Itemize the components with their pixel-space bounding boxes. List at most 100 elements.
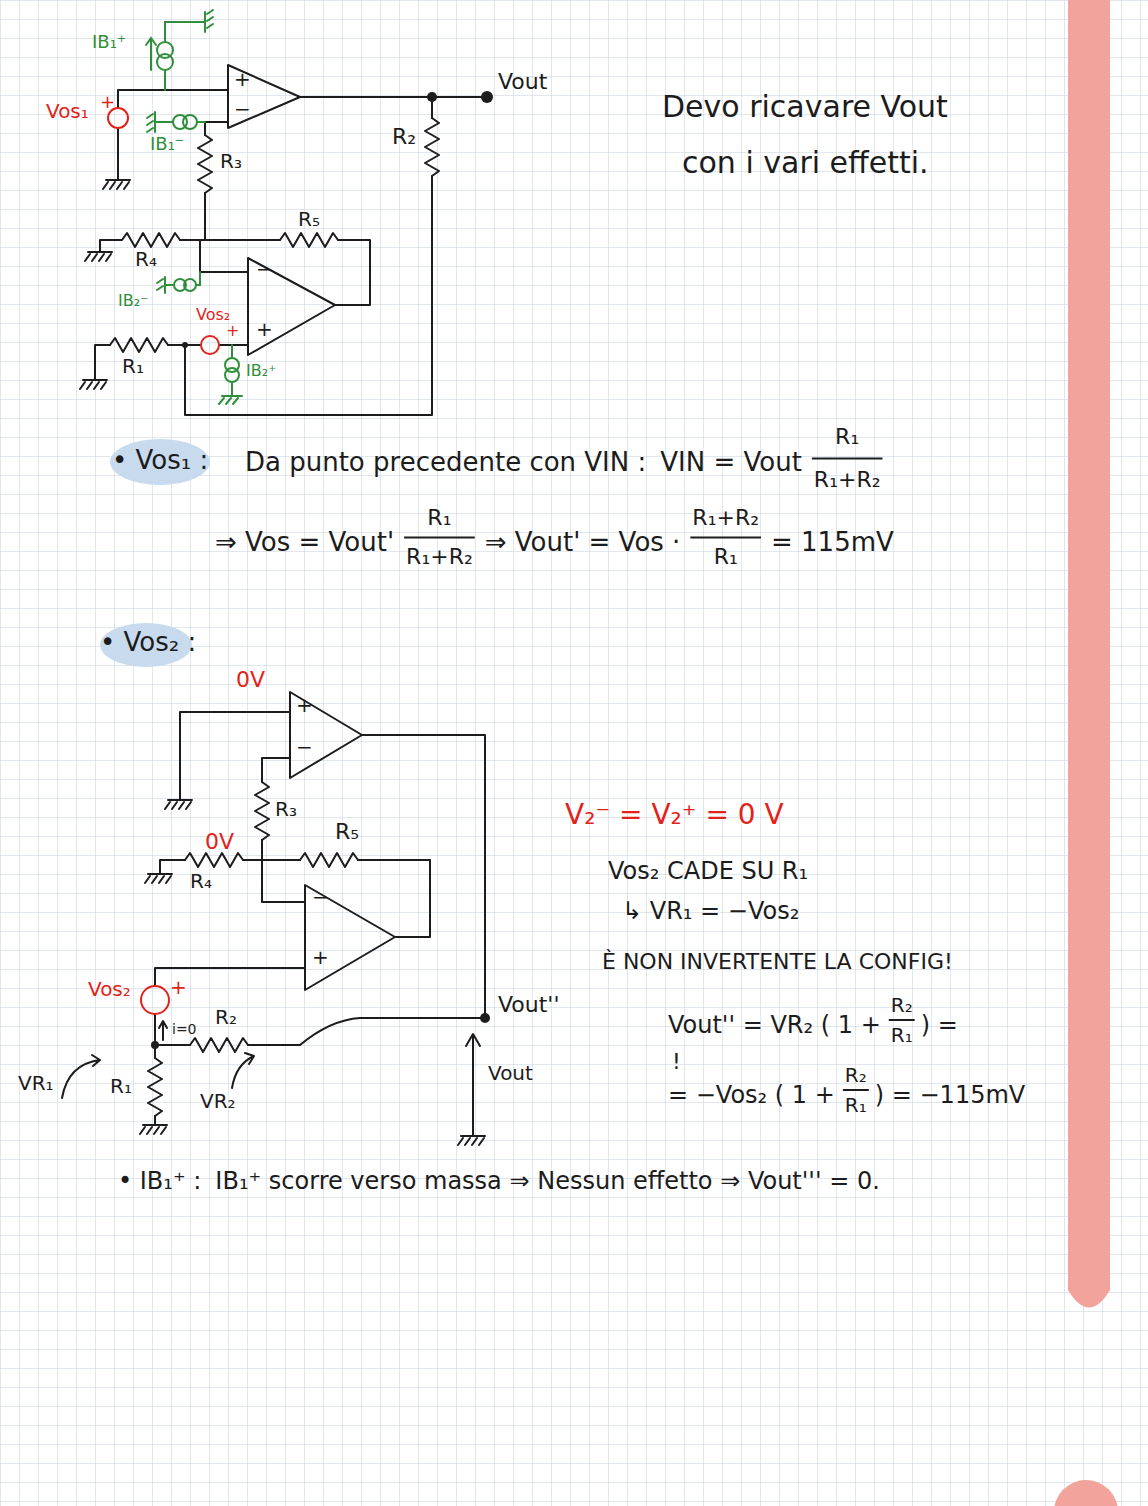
handwritten-label: i=0 [172,1022,197,1037]
handwritten-label: + [100,92,115,112]
opamp-symbol [248,258,335,355]
highlight-blob [110,439,210,485]
node-dot [151,1041,159,1049]
handwritten-label: VIN = Vout [660,448,802,477]
wire [155,712,485,1125]
handwritten-label: − [234,98,251,120]
handwritten-label: • IB₁⁺ : [118,1168,201,1194]
handwritten-label: = −Vos₂ ( 1 + [668,1082,835,1108]
handwritten-label: R₂ [215,1006,237,1028]
node-dot [480,1013,490,1023]
handwritten-label: Da punto precedente con VIN : [245,448,646,477]
offset-source [201,336,219,354]
handwritten-label: R₃ [220,150,242,172]
output-terminal [481,91,493,103]
handwritten-label: R₂ [891,994,913,1016]
handwritten-label: Devo ricavare Vout [662,90,948,123]
current-source [173,115,187,129]
handwritten-label: ⇒ Vos = Vout' [215,528,394,557]
handwritten-label: R₂ [392,125,416,149]
opamp-symbol [305,885,395,990]
handwritten-label: R₃ [275,798,297,820]
voltage-arrow [62,1055,100,1098]
handwritten-label: R₁ [845,1094,867,1116]
fraction-bar [404,537,475,539]
ground-symbol [140,800,485,1145]
fraction-bar [843,1089,869,1091]
resistor-symbol [148,782,358,1116]
handwritten-label: Vout'' = VR₂ ( 1 + [668,1012,881,1038]
handwritten-label: ↳ VR₁ = −Vos₂ [622,898,799,924]
handwritten-label: VR₁ [18,1072,54,1094]
handwritten-label: IB₁⁺ scorre verso massa ⇒ Nessun effetto… [215,1168,879,1194]
handwritten-label: IB₁⁻ [150,134,184,154]
handwritten-label: R₅ [335,820,359,844]
wire [95,90,487,415]
handwritten-label: • Vos₁ : [112,446,208,475]
fraction-bar [889,1019,915,1021]
opamp-symbol [228,65,300,128]
node-dot [182,342,188,348]
handwritten-label: IB₂⁺ [246,362,277,380]
handwritten-label: R₄ [190,870,212,892]
handwritten-label: + [312,946,329,968]
handwritten-label: È NON INVERTENTE LA CONFIG! [602,950,953,974]
handwritten-label: R₄ [135,248,157,270]
current-source [225,368,239,382]
handwritten-label: = 115mV [771,528,894,557]
handwritten-label: + [256,318,273,340]
handwritten-label: IB₂⁻ [118,292,149,310]
handwritten-label: Vout [488,1062,533,1084]
handwritten-label: R₁+R₂ [692,506,759,530]
current-source-lead [146,10,213,90]
handwritten-label: 0V [205,830,234,854]
offset-source [141,986,169,1014]
handwritten-label: R₁ [427,506,451,530]
handwritten-label: Vout [498,70,547,94]
handwritten-label: + [226,322,239,340]
handwritten-label: 0V [236,668,265,692]
handwritten-label: Vout'' [498,993,559,1017]
handwritten-label: + [234,68,251,90]
handwritten-label: R₁ [714,545,738,569]
current-source-lead [147,112,205,132]
voltage-arrow [466,1034,480,1136]
resistor-symbol [110,118,439,352]
voltage-arrow [232,1053,254,1088]
highlighter-band [1068,0,1110,1308]
handwritten-label: + [170,976,187,998]
handwritten-label: ! [672,1050,681,1074]
handwritten-label: Vos₂ [196,306,230,324]
fraction-bar [812,458,883,460]
handwritten-label: ) = −115mV [875,1082,1025,1108]
handwritten-label: ) = [921,1012,958,1038]
fraction-bar [690,537,761,539]
handwritten-label: R₁ [110,1075,132,1097]
node-dot [427,92,437,102]
handwritten-label: • Vos₂ : [100,628,196,657]
highlighter-dot [1054,1480,1118,1506]
handwritten-label: R₁+R₂ [814,468,881,492]
current-arrow [159,1021,167,1040]
handwritten-label: R₁ [891,1024,913,1046]
current-source-lead [219,345,242,404]
handwritten-label: ⇒ Vout' = Vos · [485,528,681,557]
handwritten-label: V₂⁻ = V₂⁺ = 0 V [565,800,784,831]
current-source [157,54,173,70]
handwritten-label: R₅ [298,208,320,230]
current-source [174,279,186,291]
handwritten-label: Vos₂ CADE SU R₁ [608,858,808,884]
handwritten-label: R₁ [122,355,144,377]
handwritten-label: − [296,736,313,758]
handwritten-label: Vos₂ [88,978,131,1000]
current-source-lead [157,272,200,293]
handwritten-label: Vos₁ [46,100,89,122]
handwritten-label: + [296,694,313,716]
handwritten-label: con i vari effetti. [682,146,929,179]
handwritten-label: R₁ [835,425,859,449]
handwritten-label: R₂ [845,1064,867,1086]
handwritten-label: − [256,258,273,280]
